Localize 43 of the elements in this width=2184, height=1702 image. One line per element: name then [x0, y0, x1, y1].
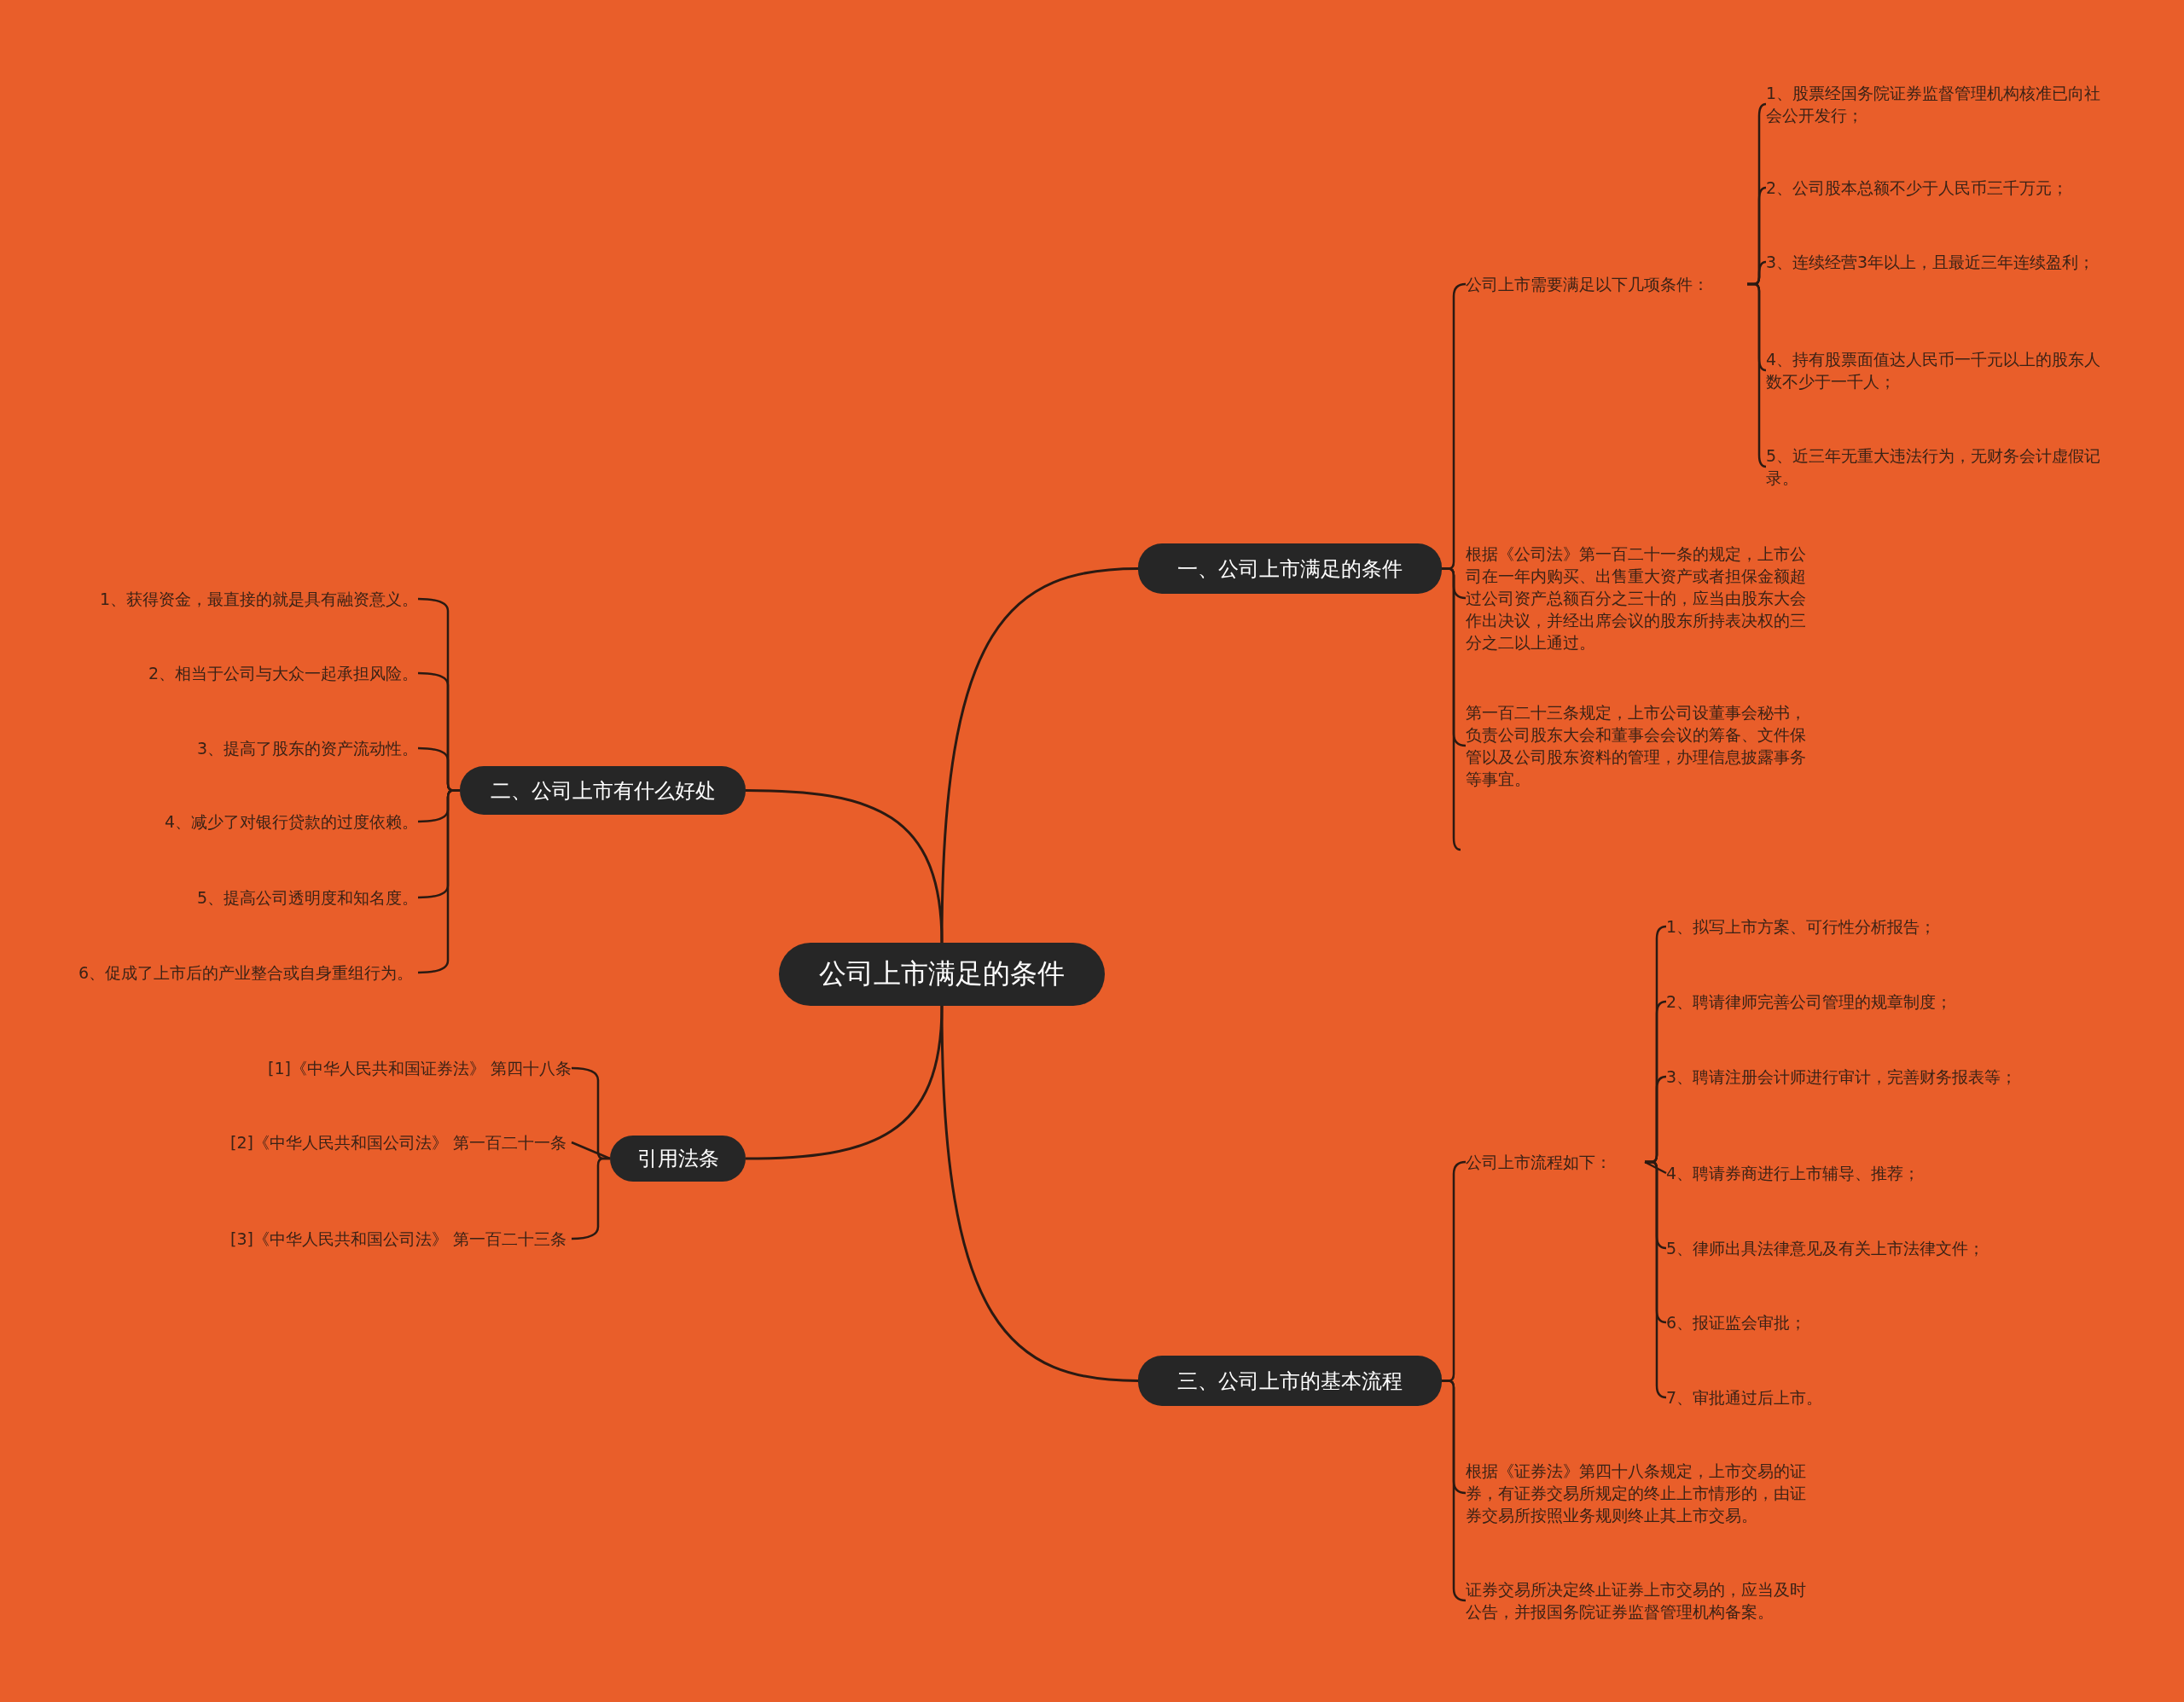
topic-text: 4、聘请券商进行上市辅导、推荐；	[1666, 1162, 2024, 1184]
connector-line	[1644, 1160, 1667, 1175]
connector-line	[1747, 282, 1767, 468]
topic-text: 公司上市流程如下：	[1466, 1151, 1645, 1173]
topic-text: 1、拟写上市方案、可行性分析报告；	[1666, 915, 2024, 938]
topic-text: 6、报证监会审批；	[1666, 1311, 2024, 1333]
topic-text: 5、近三年无重大违法行为，无财务会计虚假记录。	[1766, 444, 2116, 489]
topic-text: 4、持有股票面值达人民币一千元以上的股东人数不少于一千人；	[1766, 348, 2116, 392]
branch-topic: 一、公司上市满足的条件	[1138, 543, 1442, 594]
connector-line	[1645, 1160, 1667, 1399]
connector-line	[940, 1005, 1139, 1382]
topic-text: 1、获得资金，最直接的就是具有融资意义。	[68, 588, 418, 610]
connector-line	[940, 567, 1139, 944]
connector-line	[417, 789, 460, 974]
topic-text: 证券交易所决定终止证券上市交易的，应当及时公告，并报国务院证券监督管理机构备案。	[1466, 1578, 1815, 1623]
topic-text: 1、股票经国务院证券监督管理机构核准已向社会公开发行；	[1766, 82, 2116, 126]
topic-text: 第一百二十三条规定，上市公司设董事会秘书，负责公司股东大会和董事会会议的筹备、文件保管以及公司股东资料的管理，办理信息披露事务等事宜。	[1466, 701, 1815, 790]
branch-topic: 引用法条	[610, 1136, 746, 1182]
topic-text: 3、提高了股东的资产流动性。	[68, 737, 418, 759]
topic-text: [2]《中华人民共和国公司法》 第一百二十一条	[230, 1131, 572, 1153]
topic-text: 3、连续经营3年以上，且最近三年连续盈利；	[1766, 251, 2116, 273]
connector-line	[571, 1141, 611, 1160]
topic-text: 2、相当于公司与大众一起承担风险。	[68, 662, 418, 684]
topic-text: 5、律师出具法律意见及有关上市法律文件；	[1666, 1237, 2024, 1259]
topic-text: 7、审批通过后上市。	[1666, 1386, 2024, 1409]
connector-line	[1442, 567, 1461, 851]
branch-topic: 三、公司上市的基本流程	[1138, 1356, 1442, 1406]
connector-line	[745, 1005, 944, 1160]
topic-text: 4、减少了对银行贷款的过度依赖。	[68, 810, 418, 833]
topic-text: 2、聘请律师完善公司管理的规章制度；	[1666, 990, 2024, 1013]
topic-text: 3、聘请注册会计师进行审计，完善财务报表等；	[1666, 1066, 2024, 1088]
connector-line	[1442, 1380, 1467, 1602]
topic-text: 2、公司股本总额不少于人民币三千万元；	[1766, 177, 2116, 199]
topic-text: [3]《中华人民共和国公司法》 第一百二十三条	[230, 1228, 572, 1250]
topic-text: 公司上市需要满足以下几项条件：	[1466, 273, 1747, 295]
central-topic: 公司上市满足的条件	[779, 943, 1105, 1006]
branch-topic: 二、公司上市有什么好处	[460, 766, 746, 815]
topic-text: [1]《中华人民共和国证券法》 第四十八条	[213, 1057, 572, 1079]
topic-text: 5、提高公司透明度和知名度。	[68, 886, 418, 909]
topic-text: 根据《证券法》第四十八条规定，上市交易的证券，有证券交易所规定的终止上市情形的，由证券交易所按照业务规则终止其上市交易。	[1466, 1460, 1815, 1526]
topic-text: 根据《公司法》第一百二十一条的规定，上市公司在一年内购买、出售重大资产或者担保金额超过公司资产总额百分之三十的，应当由股东大会作出决议，并经出席会议的股东所持表决权的三分之二以上通过。	[1466, 543, 1815, 653]
topic-text: 6、促成了上市后的产业整合或自身重组行为。	[78, 961, 418, 984]
connector-line	[745, 789, 944, 944]
